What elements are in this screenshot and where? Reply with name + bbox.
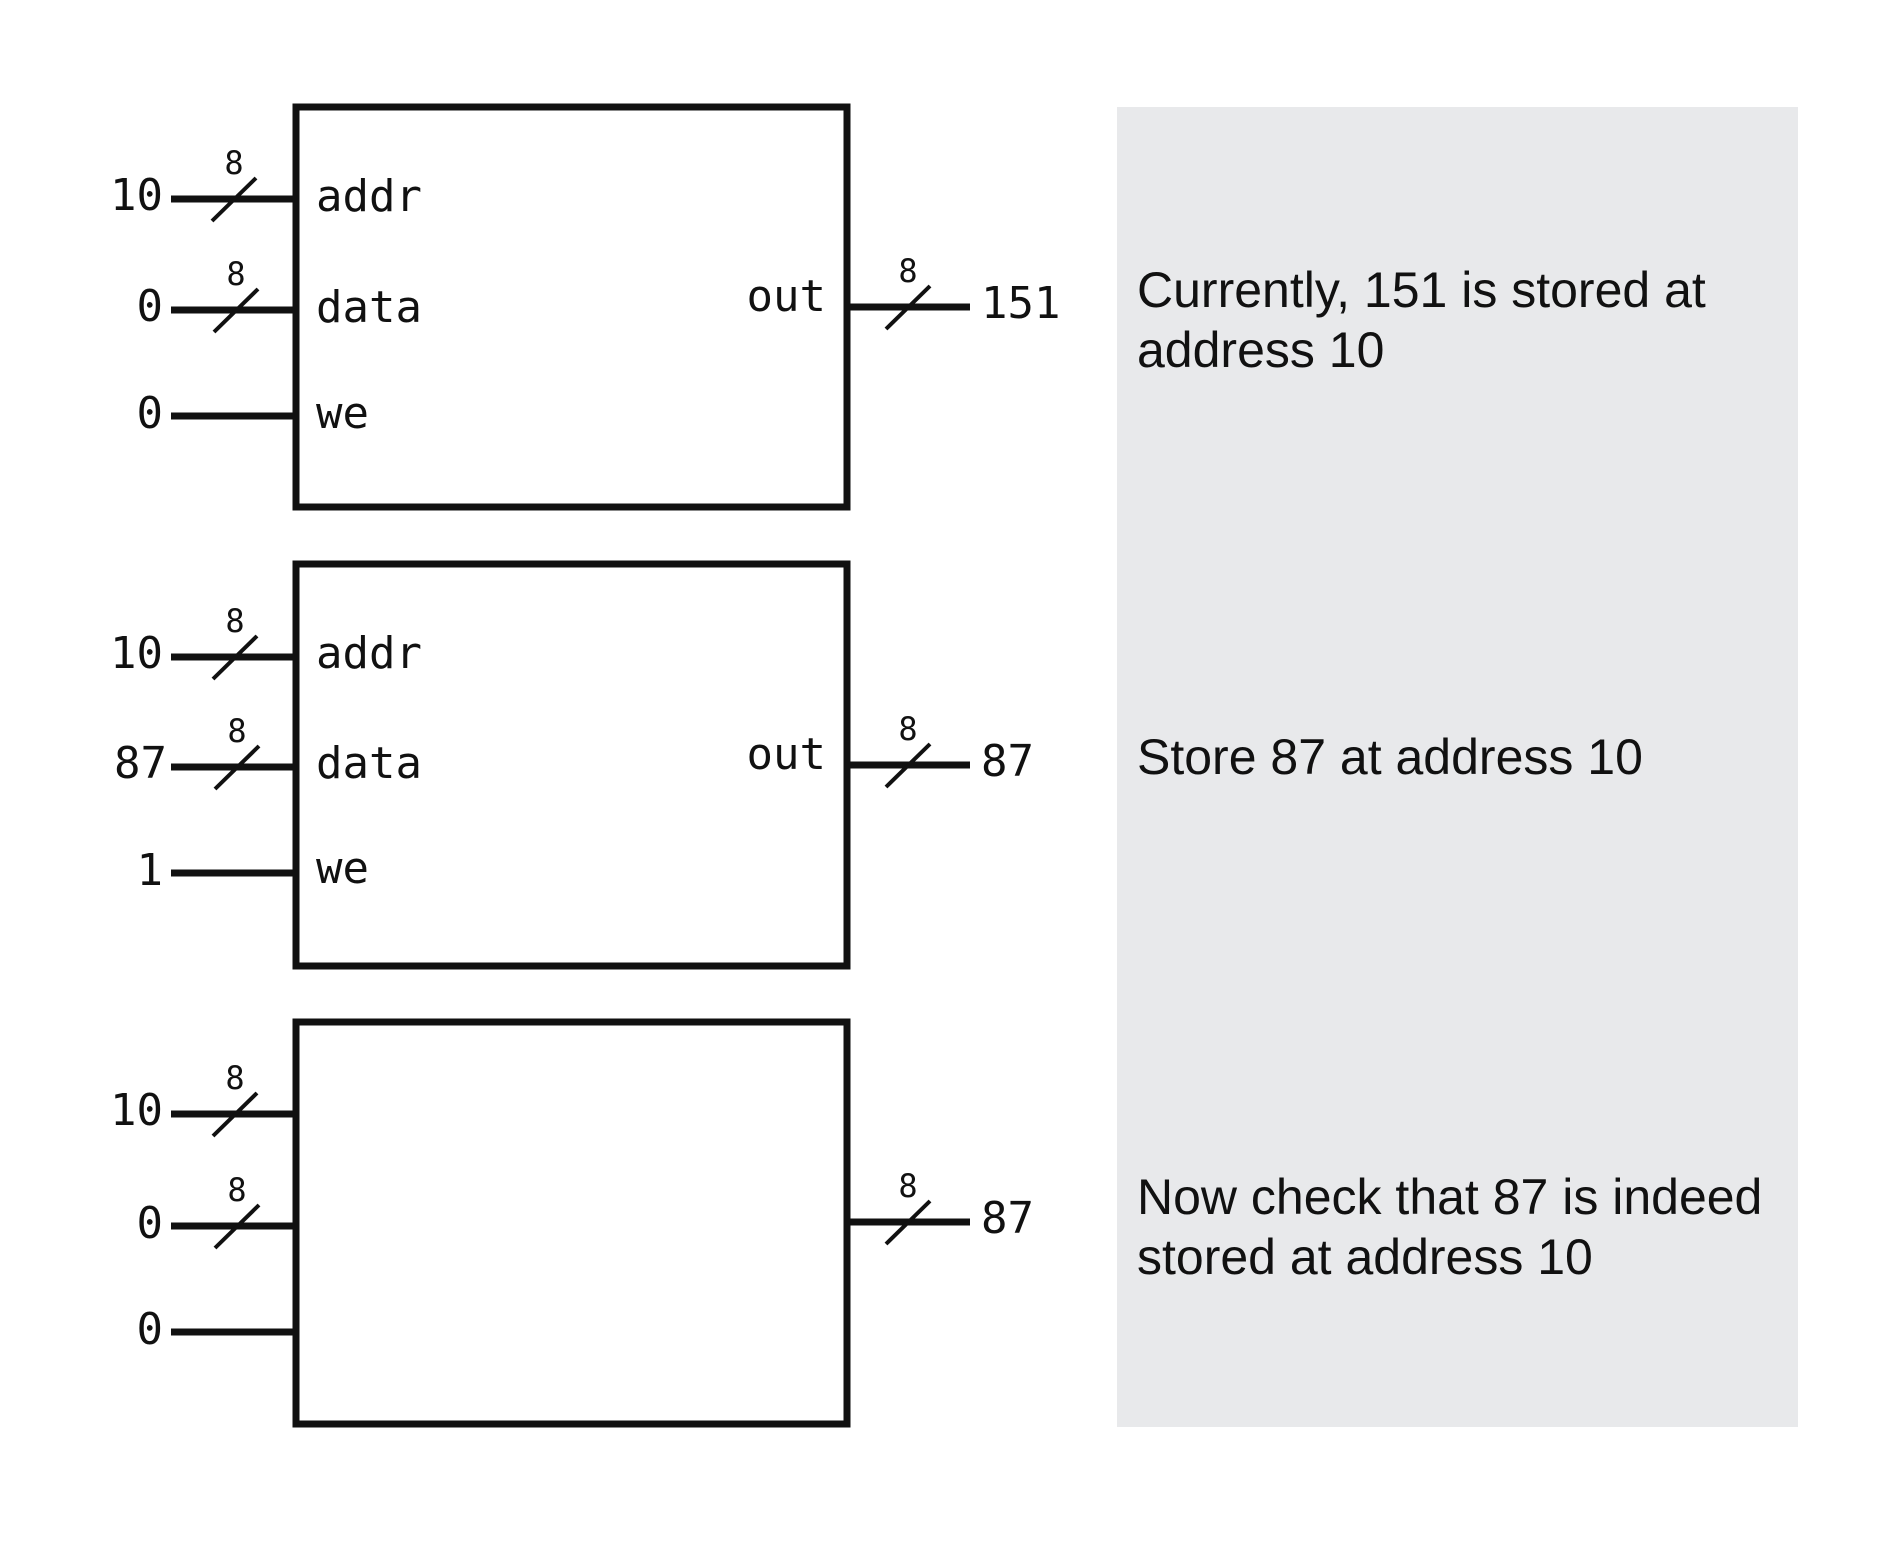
we-value: 0	[137, 1304, 164, 1355]
bus-width-label: 8	[898, 1167, 917, 1205]
bus-slash	[211, 634, 259, 681]
addr-value: 10	[110, 628, 163, 679]
data-value: 87	[114, 738, 167, 789]
data-port-label: data	[316, 282, 422, 333]
bus-slash	[213, 1203, 261, 1250]
explanation-panel	[1117, 107, 1798, 1427]
bus-slash	[884, 742, 932, 789]
addr-input: 10 8	[110, 1059, 296, 1138]
bus-width-label: 8	[226, 255, 245, 293]
we-input: 1 we	[137, 843, 369, 896]
note-line: Store 87 at address 10	[1137, 729, 1643, 785]
we-port-label: we	[316, 388, 369, 439]
note-line: Now check that 87 is indeed	[1137, 1169, 1762, 1225]
note-line: address 10	[1137, 322, 1384, 378]
bus-width-label: 8	[225, 1059, 244, 1097]
data-output: out 8 151	[747, 252, 1060, 331]
out-value: 151	[981, 278, 1060, 329]
bus-width-label: 8	[227, 712, 246, 750]
stage-note: Store 87 at address 10	[1137, 729, 1643, 785]
out-port-label: out	[747, 271, 826, 322]
stage-note: Now check that 87 is indeed stored at ad…	[1137, 1169, 1776, 1285]
data-input: 0 8	[137, 1171, 296, 1250]
addr-input: 10 8 addr	[110, 144, 422, 223]
bus-width-label: 8	[225, 602, 244, 640]
we-input: 0	[137, 1304, 296, 1355]
stage-3-memory: 10 8 0 8 0 8 87 Now check that 87 is	[110, 1018, 1776, 1428]
bus-width-label: 8	[224, 144, 243, 182]
data-port-label: data	[316, 738, 422, 789]
we-input: 0 we	[137, 388, 369, 439]
addr-input: 10 8 addr	[110, 602, 422, 681]
bus-slash	[210, 176, 258, 223]
stage-1-memory: 10 8 addr 0 8 data 0 we out 8 151	[110, 103, 1720, 511]
addr-port-label: addr	[316, 171, 422, 222]
stage-note: Currently, 151 is stored at address 10	[1137, 262, 1720, 378]
bus-width-label: 8	[898, 252, 917, 290]
bus-slash	[213, 744, 261, 791]
addr-value: 10	[110, 1085, 163, 1136]
note-line: Currently, 151 is stored at	[1137, 262, 1706, 318]
bus-width-label: 8	[227, 1171, 246, 1209]
memory-block	[292, 1018, 851, 1428]
data-output: out 8 87	[747, 710, 1034, 789]
bus-slash	[884, 284, 932, 331]
bus-slash	[212, 287, 260, 334]
bus-slash	[211, 1091, 259, 1138]
note-line: stored at address 10	[1137, 1229, 1593, 1285]
we-value: 1	[137, 845, 164, 896]
memory-block	[292, 560, 851, 970]
data-output: 8 87	[847, 1167, 1034, 1246]
bus-slash	[884, 1199, 932, 1246]
bus-width-label: 8	[898, 710, 917, 748]
we-port-label: we	[316, 843, 369, 894]
data-input: 87 8 data	[114, 712, 422, 791]
data-input: 0 8 data	[137, 255, 422, 334]
out-value: 87	[981, 736, 1034, 787]
stage-2-memory: 10 8 addr 87 8 data 1 we out 8 87 Store …	[110, 560, 1643, 970]
memory-block	[292, 103, 851, 511]
data-value: 0	[137, 281, 164, 332]
we-value: 0	[137, 388, 164, 439]
addr-value: 10	[110, 170, 163, 221]
out-value: 87	[981, 1193, 1034, 1244]
out-port-label: out	[747, 729, 826, 780]
data-value: 0	[137, 1198, 164, 1249]
addr-port-label: addr	[316, 628, 422, 679]
